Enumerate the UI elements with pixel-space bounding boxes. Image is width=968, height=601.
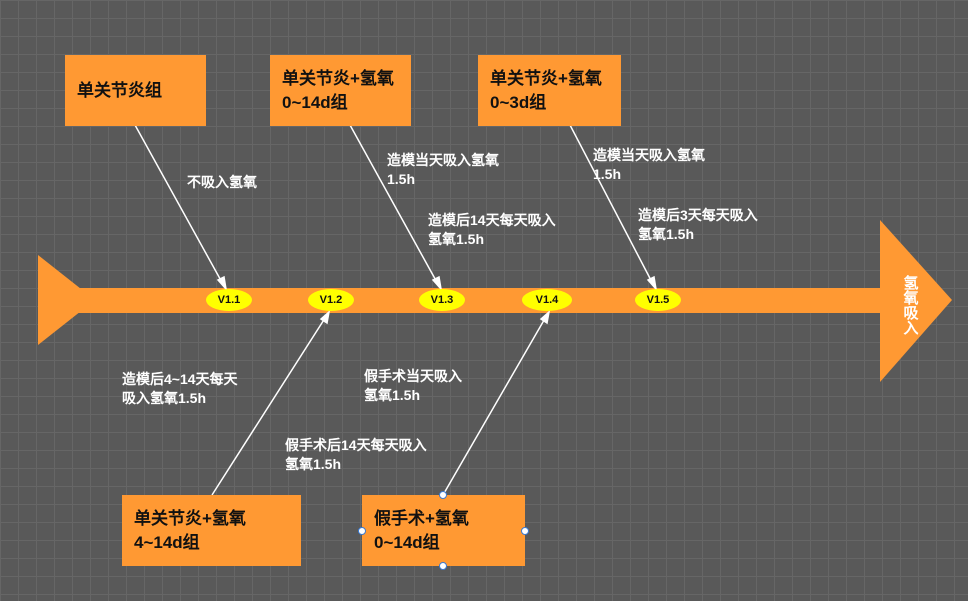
version-v1-1[interactable]: V1.1 <box>206 289 252 311</box>
group-label: 假手术+氢氧 0~14d组 <box>374 508 469 552</box>
arrowhead-4 <box>319 310 331 325</box>
arrow-head <box>880 220 952 382</box>
group-box-2[interactable]: 单关节炎+氢氧 0~14d组 <box>270 55 411 126</box>
annotation-7: 假手术当天吸入 氢氧1.5h <box>364 368 462 403</box>
connector-1 <box>134 124 225 287</box>
arrow-shaft <box>60 288 882 313</box>
annotation-8: 假手术后14天每天吸入 氢氧1.5h <box>285 437 427 472</box>
annotation-1: 不吸入氢氧 <box>187 174 257 190</box>
arrowhead-2 <box>431 275 443 292</box>
group-box-4[interactable]: 单关节炎+氢氧 4~14d组 <box>122 495 301 566</box>
version-v1-2[interactable]: V1.2 <box>308 289 354 311</box>
group-label: 单关节炎+氢氧 0~3d组 <box>490 68 602 112</box>
arrowhead-3 <box>646 275 658 292</box>
annotation-5: 造模后3天每天吸入 氢氧1.5h <box>638 207 758 242</box>
group-box-1[interactable]: 单关节炎组 <box>65 55 206 126</box>
group-box-5[interactable]: 假手术+氢氧 0~14d组 <box>362 495 525 566</box>
group-label: 单关节炎组 <box>77 80 162 100</box>
version-v1-4[interactable]: V1.4 <box>522 289 572 311</box>
version-v1-5[interactable]: V1.5 <box>635 289 681 311</box>
connector-4 <box>211 314 328 496</box>
connector-2 <box>349 124 440 287</box>
group-label: 单关节炎+氢氧 4~14d组 <box>134 508 246 552</box>
version-v1-3[interactable]: V1.3 <box>419 289 465 311</box>
annotation-4: 造模当天吸入氢氧 1.5h <box>593 147 705 182</box>
group-box-3[interactable]: 单关节炎+氢氧 0~3d组 <box>478 55 621 126</box>
arrow-label: 氢氧吸入 <box>901 275 919 335</box>
connector-3 <box>569 124 655 287</box>
group-label: 单关节炎+氢氧 0~14d组 <box>282 68 394 112</box>
annotation-6: 造模后4~14天每天 吸入氢氧1.5h <box>122 371 238 406</box>
arrowhead-1 <box>216 275 228 292</box>
annotation-2: 造模当天吸入氢氧 1.5h <box>387 152 499 187</box>
annotation-3: 造模后14天每天吸入 氢氧1.5h <box>428 212 556 247</box>
arrowhead-5 <box>539 310 551 325</box>
connector-5 <box>442 314 548 496</box>
selection-handle[interactable] <box>358 527 366 535</box>
selection-handle[interactable] <box>439 491 447 499</box>
selection-handle[interactable] <box>439 562 447 570</box>
selection-handle[interactable] <box>521 527 529 535</box>
